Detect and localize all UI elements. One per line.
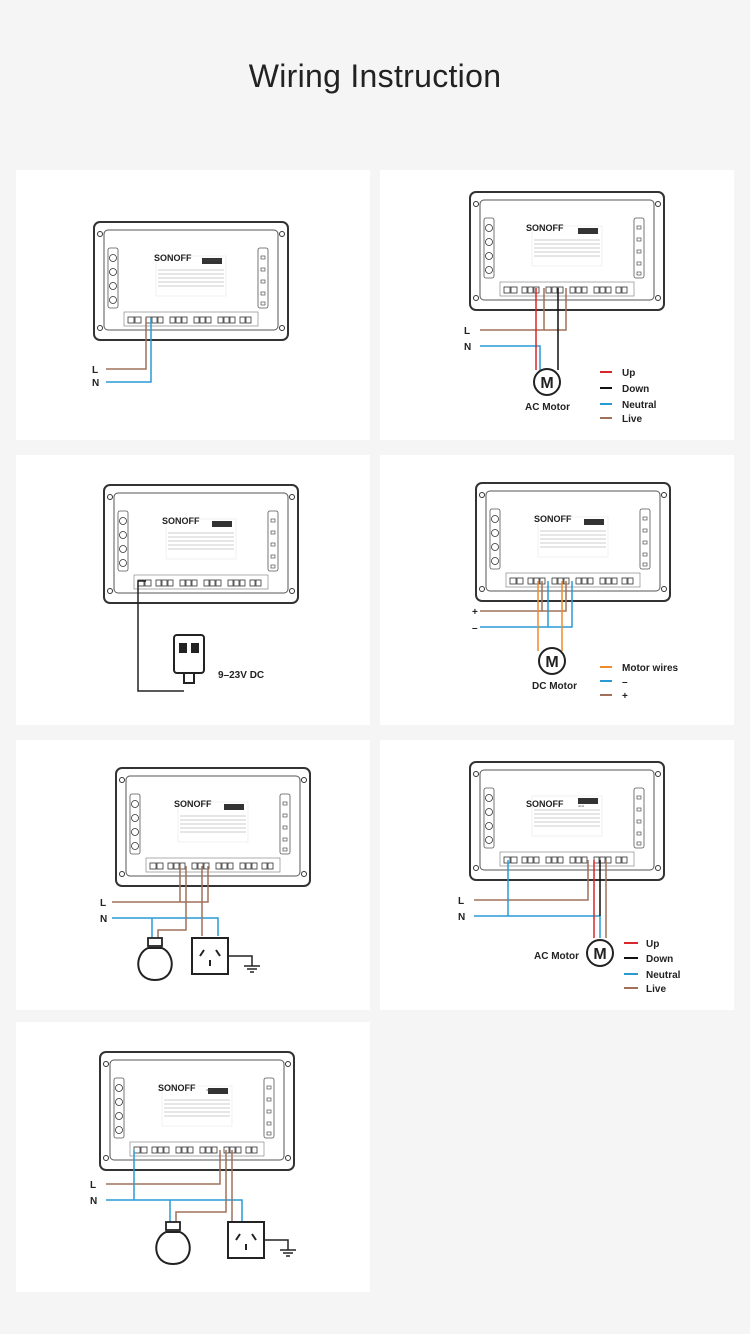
minus-label: – — [472, 623, 478, 634]
device-model: 4CHPROR3 — [204, 258, 221, 262]
device-model-short: 4CH — [206, 1088, 212, 1092]
live-label: L — [464, 326, 470, 337]
live-wire — [106, 318, 147, 370]
wiring-diagram-light-socket: SONOFF L N — [100, 767, 311, 982]
motor-symbol: M — [593, 946, 606, 963]
live-wire-2 — [544, 288, 567, 331]
legend-plus: + — [622, 691, 628, 702]
dc-wire — [137, 580, 184, 692]
motor-label: AC Motor — [525, 402, 570, 413]
legend-neutral: Neutral — [622, 400, 657, 411]
legend-up: Up — [622, 368, 635, 379]
device-brand: SONOFF — [526, 799, 564, 809]
ground-icon — [264, 1239, 296, 1257]
live-wire — [112, 866, 209, 903]
legend-up: Up — [646, 939, 659, 950]
device-model-short: 4CH — [578, 804, 584, 808]
ac-motor-icon — [586, 939, 614, 967]
diagram-panel-dc-power: SONOFF 9–23V DC — [16, 455, 370, 725]
neutral-wire — [112, 917, 219, 936]
neutral-wire — [106, 318, 152, 383]
wiring-diagram-dc-motor: SONOFF M DC Motor + – Motor wires – + — [472, 482, 679, 702]
legend: Up Down Neutral Live — [624, 939, 681, 995]
live-label: L — [90, 1180, 96, 1191]
legend-neutral: Neutral — [646, 970, 681, 981]
diagram-panel-ac-motor: SONOFF M AC Motor L N Up Down Neutral Li… — [380, 170, 734, 440]
device-brand: SONOFF — [174, 799, 212, 809]
live-label: L — [100, 898, 106, 909]
neutral-wire — [106, 1199, 243, 1222]
diagram-panel-dc-motor: SONOFF M DC Motor + – Motor wires – + — [380, 455, 734, 725]
live-label: L — [92, 365, 98, 376]
wiring-diagram-ac-motor-4ch: SONOFF 4CH M AC Motor L N Up Down Neutra… — [458, 761, 681, 995]
wiring-diagram-light-socket-4ch: SONOFF 4CH L N — [90, 1051, 296, 1266]
light-bulb-icon — [155, 1221, 191, 1266]
legend-live: Live — [622, 414, 642, 425]
motor-label: DC Motor — [532, 681, 577, 692]
power-adapter-icon — [173, 634, 205, 684]
legend-motor-wires: Motor wires — [622, 663, 679, 674]
neutral-label: N — [464, 342, 471, 353]
neutral-wire — [480, 345, 541, 370]
neutral-wire — [474, 915, 601, 938]
device-brand: SONOFF — [158, 1083, 196, 1093]
neutral-label: N — [90, 1196, 97, 1207]
neutral-label: N — [458, 912, 465, 923]
device-brand: SONOFF — [526, 223, 564, 233]
lamp-live-wire — [175, 1150, 227, 1224]
live-wire — [474, 860, 589, 901]
plus-wire-2 — [542, 581, 567, 612]
power-label: 9–23V DC — [218, 670, 264, 681]
page-title: Wiring Instruction — [248, 58, 502, 94]
diagram-panel-light-socket-4ch: SONOFF 4CH L N — [16, 1022, 370, 1292]
device-brand: SONOFF — [154, 253, 192, 263]
motor-symbol: M — [540, 375, 553, 392]
diagram-panel-basic-power: SONOFF 4CHPROR3 L N — [16, 170, 370, 440]
wiring-diagram-basic-power: SONOFF 4CHPROR3 L N — [92, 221, 289, 389]
plus-label: + — [472, 607, 478, 618]
wiring-diagram-ac-motor: SONOFF M AC Motor L N Up Down Neutral Li… — [464, 191, 665, 425]
legend: Motor wires – + — [600, 663, 679, 702]
minus-wire-2 — [548, 581, 573, 628]
motor-label: AC Motor — [534, 951, 579, 962]
legend-minus: – — [622, 677, 628, 688]
legend-down: Down — [622, 384, 649, 395]
ground-icon — [228, 955, 260, 973]
diagram-panel-light-socket: SONOFF L N — [16, 740, 370, 1010]
neutral-label: N — [92, 378, 99, 389]
live-label: L — [458, 896, 464, 907]
legend-live: Live — [646, 984, 666, 995]
diagram-panel-ac-motor-4ch: SONOFF 4CH M AC Motor L N Up Down Neutra… — [380, 740, 734, 1010]
legend-down: Down — [646, 954, 673, 965]
device-brand: SONOFF — [162, 516, 200, 526]
legend: Up Down Neutral Live — [600, 368, 657, 425]
lamp-live-wire — [157, 866, 187, 940]
dc-motor-icon — [538, 647, 566, 675]
neutral-label: N — [100, 914, 107, 925]
power-socket-icon — [227, 1221, 265, 1259]
live-wire — [106, 1150, 221, 1185]
wiring-diagram-dc-power: SONOFF 9–23V DC — [103, 484, 299, 692]
motor-symbol: M — [545, 654, 558, 671]
device-brand: SONOFF — [534, 514, 572, 524]
light-bulb-icon — [137, 937, 173, 982]
ac-motor-icon — [533, 368, 561, 396]
power-socket-icon — [191, 937, 229, 975]
